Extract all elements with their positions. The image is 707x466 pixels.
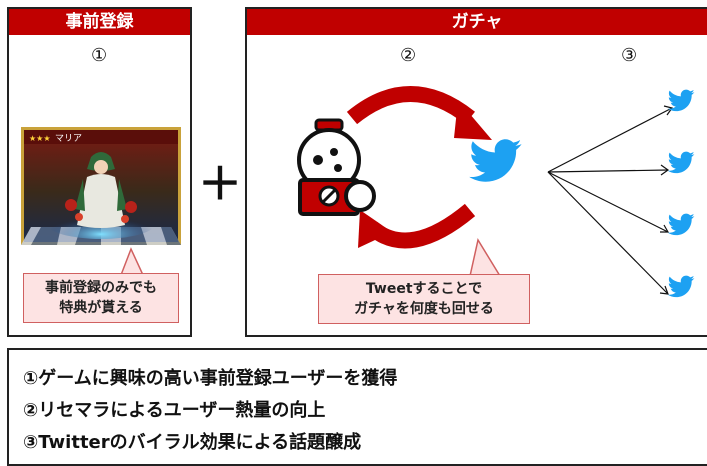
step-2-label: ② [400, 45, 417, 66]
gacha-title: ガチャ [247, 9, 707, 35]
pre-registration-title: 事前登録 [9, 9, 190, 35]
pre-registration-callout: 事前登録のみでも 特典が貰える [23, 273, 179, 323]
viral-arrows [547, 105, 674, 295]
twitter-bird-icon-small-2 [667, 151, 695, 174]
twitter-bird-icon-small-3 [667, 213, 695, 236]
summary-box: ①ゲームに興味の高い事前登録ユーザーを獲得 ②リセマラによるユーザー熱量の向上 … [7, 348, 707, 466]
gacha-callout: Tweetすることで ガチャを何度も回せる [318, 274, 530, 324]
callout-text-line1: 事前登録のみでも [45, 280, 157, 296]
callout-tail-right [469, 238, 502, 277]
plus-sign: ＋ [198, 159, 242, 210]
step-1-label: ① [91, 45, 108, 66]
card-stars: ★★★ [29, 134, 51, 143]
step-3-label: ③ [621, 45, 638, 66]
cycle-arrow-top [346, 86, 492, 140]
character-card-image: ★★★ マリア [21, 127, 181, 245]
callout-text-line2: 特典が貰える [59, 300, 143, 316]
pre-registration-panel: 事前登録 ① [7, 7, 192, 337]
summary-line-1: ①ゲームに興味の高い事前登録ユーザーを獲得 [23, 368, 398, 389]
twitter-bird-icon-small-4 [667, 275, 695, 298]
card-character-name: マリア [55, 134, 82, 144]
gacha-callout-line2: ガチャを何度も回せる [354, 301, 494, 317]
summary-line-2: ②リセマラによるユーザー熱量の向上 [23, 400, 326, 421]
twitter-bird-icon-small-1 [667, 89, 695, 112]
cycle-arrow-bottom [358, 203, 476, 249]
gacha-machine-icon [297, 118, 376, 216]
twitter-bird-icon-main [469, 139, 522, 182]
gacha-callout-line1: Tweetすることで [365, 281, 483, 297]
summary-line-3: ③Twitterのバイラル効果による話題醸成 [23, 432, 362, 453]
